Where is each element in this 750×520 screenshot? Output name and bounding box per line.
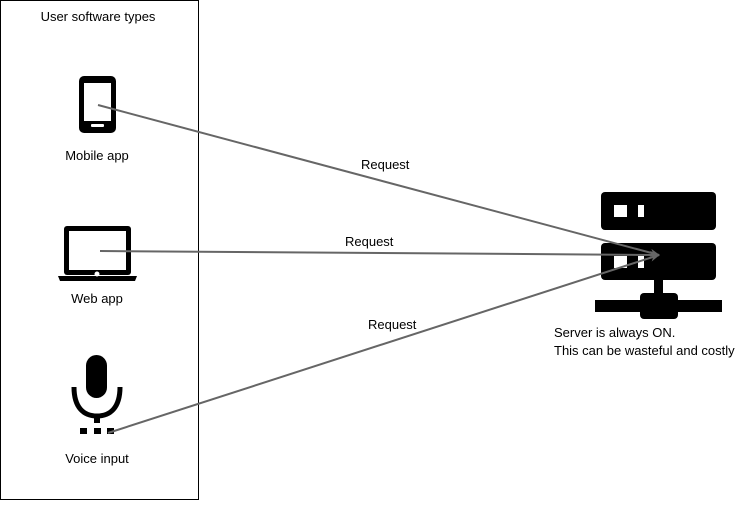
user-software-panel [0,0,199,500]
request-label-web: Request [345,234,394,249]
request-label-voice: Request [368,317,417,332]
server-caption-line-1: Server is always ON. [554,325,676,340]
mobile-phone-icon [79,76,116,133]
client-label-mobile: Mobile app [65,148,129,163]
request-label-mobile: Request [361,157,410,172]
server-caption-line-2: This can be wasteful and costly [554,343,735,358]
client-label-web: Web app [71,291,123,306]
request-arrow-mobile [97,104,660,257]
request-arrow-voice [107,253,660,434]
request-arrow-web [99,250,660,259]
panel-title: User software types [40,9,156,24]
client-label-voice: Voice input [65,451,129,466]
laptop-icon [58,226,137,281]
microphone-icon [71,355,123,434]
